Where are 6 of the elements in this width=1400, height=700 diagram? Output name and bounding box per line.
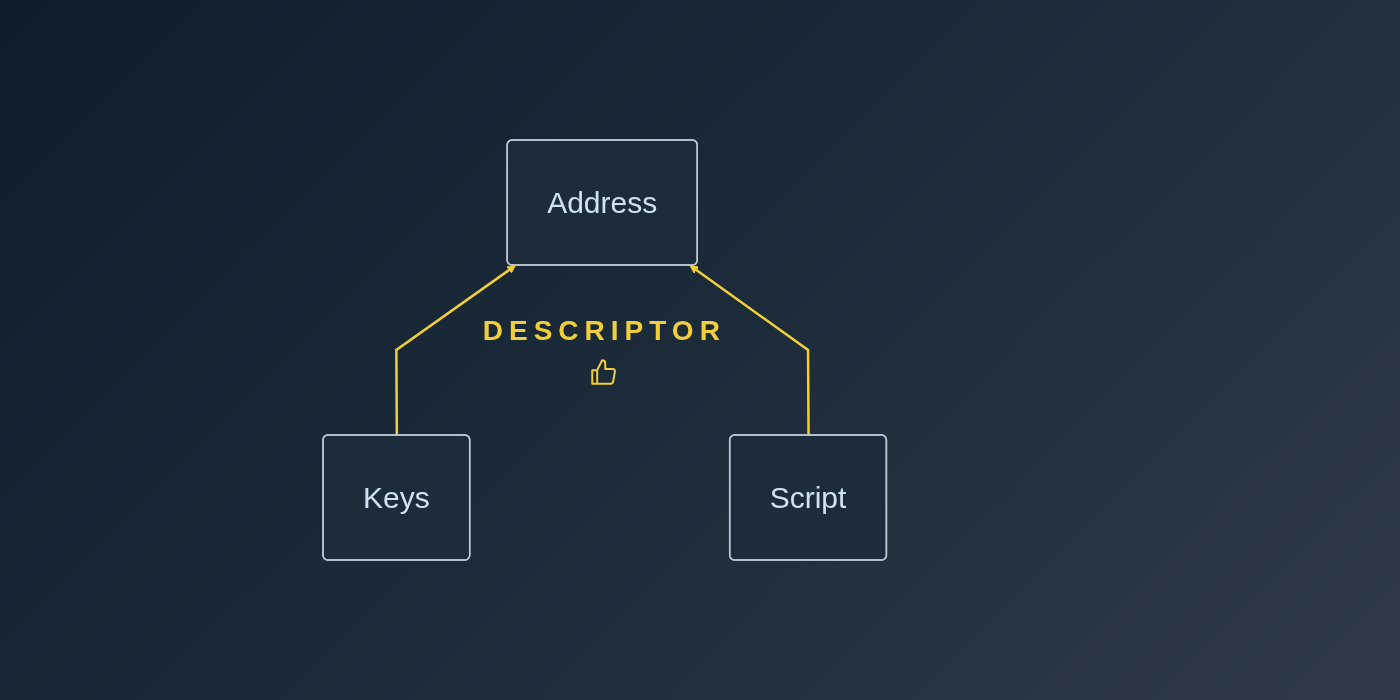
- text-box: Address: [506, 139, 698, 266]
- annotation-text: DESCRIPTOR: [482, 315, 726, 347]
- text-box: Keys: [321, 434, 471, 561]
- arrow: [394, 265, 516, 436]
- arrow: [689, 265, 810, 436]
- text-box: Script: [728, 434, 887, 561]
